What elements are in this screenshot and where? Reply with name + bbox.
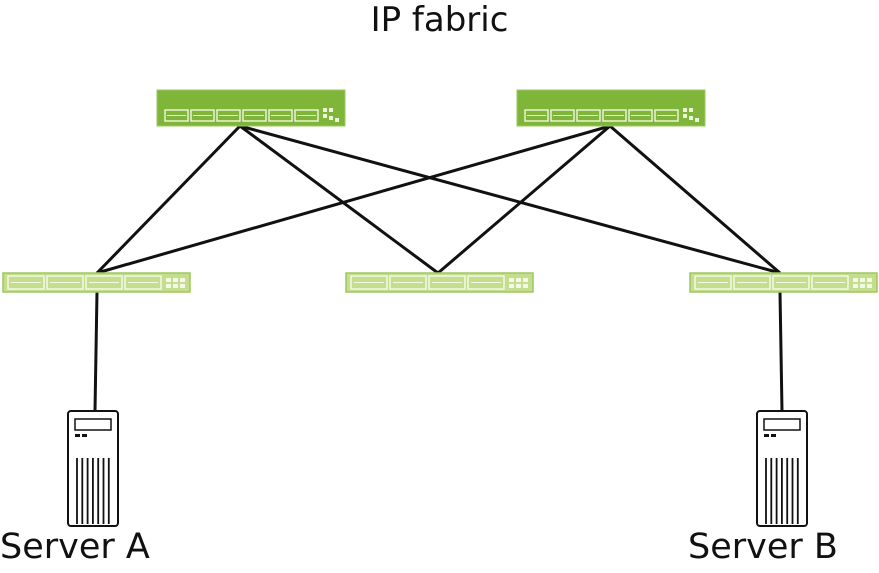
link-leaf1-serverA <box>93 291 99 412</box>
port-icon <box>350 275 388 290</box>
spine-switch-2 <box>516 89 706 127</box>
port-icon <box>772 275 810 290</box>
spine-switch-1 <box>156 89 346 127</box>
port-icon <box>46 275 84 290</box>
port-icon <box>7 275 45 290</box>
port-icon <box>190 109 215 122</box>
port-icon <box>550 109 575 122</box>
port-icon <box>216 109 241 122</box>
port-icon <box>242 109 267 122</box>
leaf-switch-1 <box>2 272 191 293</box>
port-icon <box>733 275 771 290</box>
port-icon <box>428 275 466 290</box>
port-icon <box>467 275 505 290</box>
link-spine2-leaf1 <box>96 124 611 275</box>
port-icon <box>602 109 627 122</box>
port-icon <box>694 275 732 290</box>
server-b-icon <box>756 410 808 527</box>
server-a-label: Server A <box>0 527 150 567</box>
diagram-title: IP fabric <box>370 0 509 40</box>
links <box>93 124 784 412</box>
link-spine1-leaf3 <box>239 124 781 275</box>
port-icon <box>628 109 653 122</box>
leaf-switch-3 <box>689 272 878 293</box>
link-spine2-leaf3 <box>609 124 781 275</box>
leaf-switch-2 <box>345 272 534 293</box>
port-icon <box>164 109 189 122</box>
port-icon <box>576 109 601 122</box>
link-leaf3-serverB <box>778 291 784 412</box>
port-icon <box>389 275 427 290</box>
port-icon <box>524 109 549 122</box>
port-icon <box>811 275 849 290</box>
link-spine2-leaf2 <box>437 124 611 275</box>
link-spine1-leaf1 <box>95 124 242 275</box>
port-icon <box>268 109 293 122</box>
link-spine1-leaf2 <box>239 124 439 275</box>
port-icon <box>654 109 679 122</box>
server-b-label: Server B <box>688 527 838 567</box>
port-icon <box>294 109 319 122</box>
port-icon <box>85 275 123 290</box>
server-a-icon <box>67 410 119 527</box>
port-icon <box>124 275 162 290</box>
